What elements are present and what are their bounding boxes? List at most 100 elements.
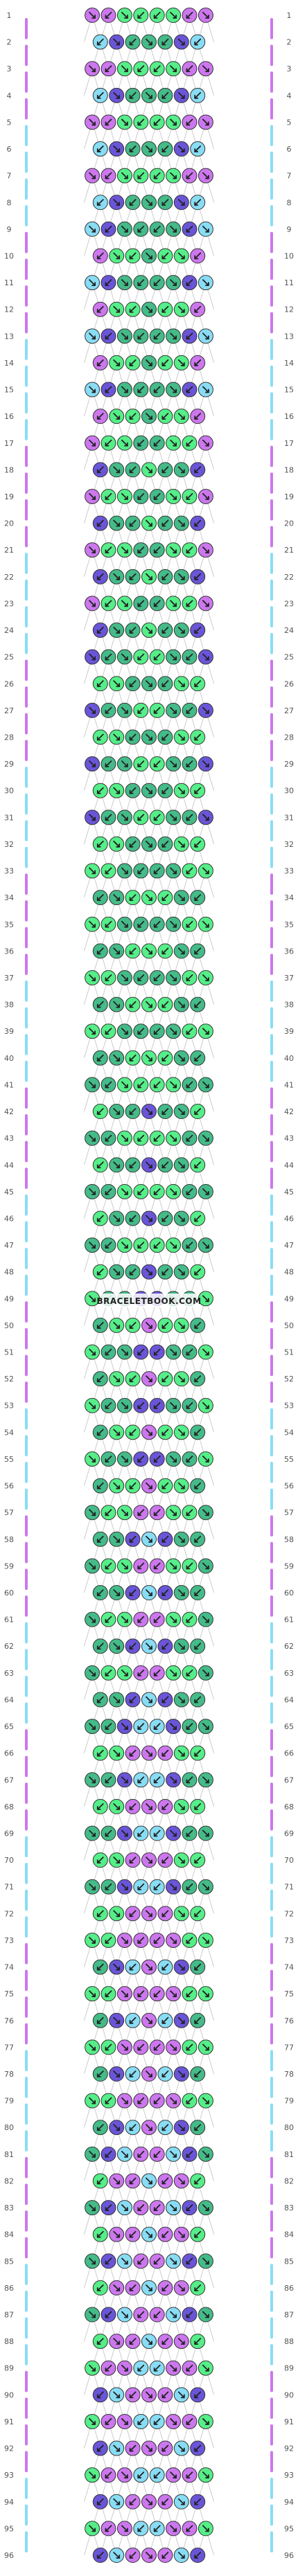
- knot: [92, 623, 108, 638]
- diagonal-arrow-icon: [105, 1509, 112, 1517]
- row-number-left: 68: [4, 1803, 14, 1812]
- diagonal-arrow-icon: [146, 787, 152, 794]
- diagonal-arrow-icon: [153, 1348, 161, 1356]
- arrow-head-icon: [186, 1940, 191, 1944]
- arrow-head-icon: [148, 415, 152, 420]
- knot: [133, 1986, 149, 2002]
- knot: [173, 1104, 189, 1120]
- knot: [85, 596, 100, 611]
- row-number-right: 17: [284, 439, 294, 448]
- arrow-head-icon: [96, 1003, 101, 1008]
- arrow-head-icon: [91, 2100, 96, 2104]
- arrow-head-icon: [186, 1832, 191, 1837]
- diagonal-arrow-icon: [153, 867, 161, 875]
- diagonal-arrow-icon: [89, 2311, 96, 2318]
- knot: [166, 2253, 182, 2269]
- knot: [125, 87, 141, 103]
- knot: [116, 2146, 132, 2162]
- row-number-left: 85: [4, 2257, 14, 2266]
- diagonal-arrow-icon: [202, 118, 209, 126]
- knot: [85, 1825, 100, 1841]
- arrow-head-icon: [124, 1832, 128, 1837]
- knot: [198, 2307, 213, 2323]
- arrow-head-icon: [161, 2287, 166, 2291]
- knot: [173, 2387, 189, 2403]
- row-number-right: 40: [284, 1054, 294, 1063]
- arrow-head-icon: [124, 549, 128, 554]
- diagonal-arrow-icon: [177, 1535, 185, 1543]
- diagonal-arrow-icon: [194, 2338, 202, 2345]
- diagonal-arrow-icon: [153, 1937, 161, 1944]
- diagonal-arrow-icon: [96, 2230, 104, 2238]
- arrow-head-icon: [173, 1726, 177, 1730]
- diagonal-arrow-icon: [177, 1108, 185, 1115]
- arrow-head-icon: [173, 1190, 177, 1195]
- knot: [190, 1692, 206, 1708]
- arrow-head-icon: [116, 1431, 121, 1436]
- diagonal-arrow-icon: [96, 1108, 104, 1115]
- knot: [100, 1772, 116, 1788]
- knot: [92, 782, 108, 798]
- arrow-head-icon: [105, 2421, 109, 2425]
- arrow-head-icon: [180, 1271, 185, 1276]
- knot: [125, 2334, 141, 2350]
- arrow-head-icon: [194, 1057, 199, 1062]
- knot: [190, 836, 206, 852]
- knot: [166, 2521, 182, 2537]
- knot: [173, 2120, 189, 2136]
- arrow-head-icon: [124, 2207, 128, 2211]
- knot: [116, 2413, 132, 2429]
- diagonal-arrow-icon: [194, 733, 202, 741]
- row-number-left: 79: [4, 2097, 14, 2106]
- row-number-left: 60: [4, 1589, 14, 1598]
- knot: [133, 1558, 149, 1574]
- arrow-head-icon: [194, 1217, 199, 1222]
- arrow-head-icon: [124, 923, 128, 928]
- knot: [149, 328, 165, 344]
- arrow-head-icon: [105, 1832, 109, 1837]
- arrow-head-icon: [161, 202, 166, 206]
- diagonal-arrow-icon: [177, 2444, 185, 2452]
- knot: [182, 2467, 198, 2483]
- arrow-head-icon: [173, 1618, 177, 1623]
- arrow-head-icon: [148, 789, 152, 794]
- knot: [100, 275, 116, 291]
- arrow-head-icon: [116, 789, 121, 794]
- diagonal-arrow-icon: [96, 1589, 104, 1596]
- knot: [198, 1130, 213, 1146]
- knot: [141, 2494, 157, 2510]
- arrow-head-icon: [137, 2474, 142, 2479]
- knot: [173, 34, 189, 50]
- diagonal-arrow-icon: [121, 2043, 128, 2051]
- arrow-head-icon: [124, 388, 128, 393]
- knot: [198, 542, 213, 558]
- row-number-left: 8: [7, 198, 12, 207]
- knot: [198, 1183, 213, 1199]
- diagonal-arrow-icon: [121, 1134, 128, 1142]
- knot: [92, 2226, 108, 2242]
- diagonal-arrow-icon: [105, 2364, 112, 2372]
- knot: [190, 890, 206, 906]
- knot: [116, 649, 132, 665]
- diagonal-arrow-icon: [186, 493, 193, 500]
- knot: [85, 1879, 100, 1895]
- diagonal-arrow-icon: [170, 760, 177, 767]
- diagonal-arrow-icon: [146, 627, 152, 634]
- diagonal-arrow-icon: [96, 1696, 104, 1703]
- diagonal-arrow-icon: [96, 199, 104, 206]
- knot: [198, 2413, 213, 2429]
- arrow-head-icon: [96, 1592, 101, 1596]
- knot: [109, 2440, 125, 2456]
- knot: [133, 702, 149, 718]
- knot: [100, 1344, 116, 1360]
- arrow-head-icon: [148, 1859, 152, 1864]
- knot: [109, 1531, 125, 1547]
- arrow-head-icon: [96, 1538, 101, 1543]
- arrow-head-icon: [105, 1940, 109, 1944]
- diagonal-arrow-icon: [137, 600, 145, 607]
- diagonal-arrow-icon: [194, 1535, 202, 1543]
- knot: [149, 810, 165, 825]
- knot: [141, 676, 157, 692]
- diagonal-arrow-icon: [113, 1857, 121, 1864]
- knot: [85, 2360, 100, 2376]
